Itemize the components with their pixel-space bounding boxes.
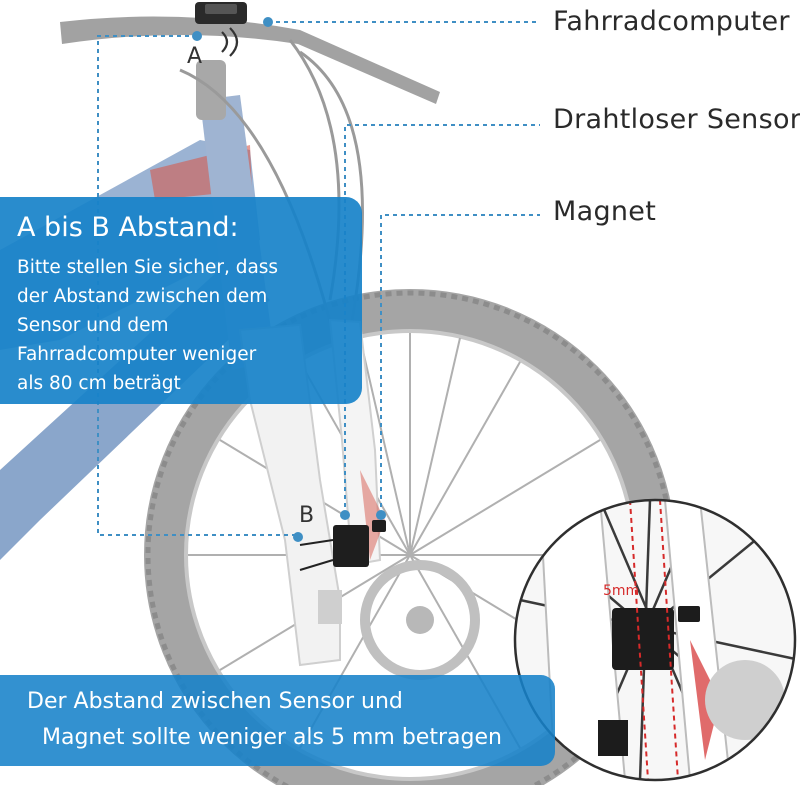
info-line: der Abstand zwischen dem — [17, 286, 268, 307]
leader-dots — [192, 17, 386, 542]
info-title: A bis B Abstand: — [17, 212, 239, 243]
label-magnet: Magnet — [553, 196, 657, 227]
label-bike-computer: Fahrradcomputer — [553, 6, 790, 37]
magnet-device — [372, 520, 386, 532]
point-b-label: B — [299, 503, 315, 528]
distance-info-box: A bis B Abstand: Bitte stellen Sie siche… — [0, 197, 362, 404]
zoom-detail-view — [513, 498, 797, 782]
info-line: Fahrradcomputer weniger — [17, 344, 257, 365]
distance-label-5mm: 5mm — [603, 583, 640, 599]
banner-line-1: Der Abstand zwischen Sensor und — [27, 689, 403, 714]
bike-computer-device — [195, 2, 247, 57]
magnet-distance-banner: Der Abstand zwischen Sensor und Magnet s… — [0, 675, 555, 766]
banner-line-2: Magnet sollte weniger als 5 mm betragen — [42, 725, 502, 750]
info-line: Sensor und dem — [17, 315, 169, 336]
label-wireless-sensor: Drahtloser Sensor — [553, 104, 800, 135]
wireless-sensor-device — [299, 525, 369, 571]
info-line: als 80 cm beträgt — [17, 373, 181, 394]
point-a-label: A — [187, 44, 203, 69]
info-line: Bitte stellen Sie sicher, dass — [17, 257, 279, 278]
